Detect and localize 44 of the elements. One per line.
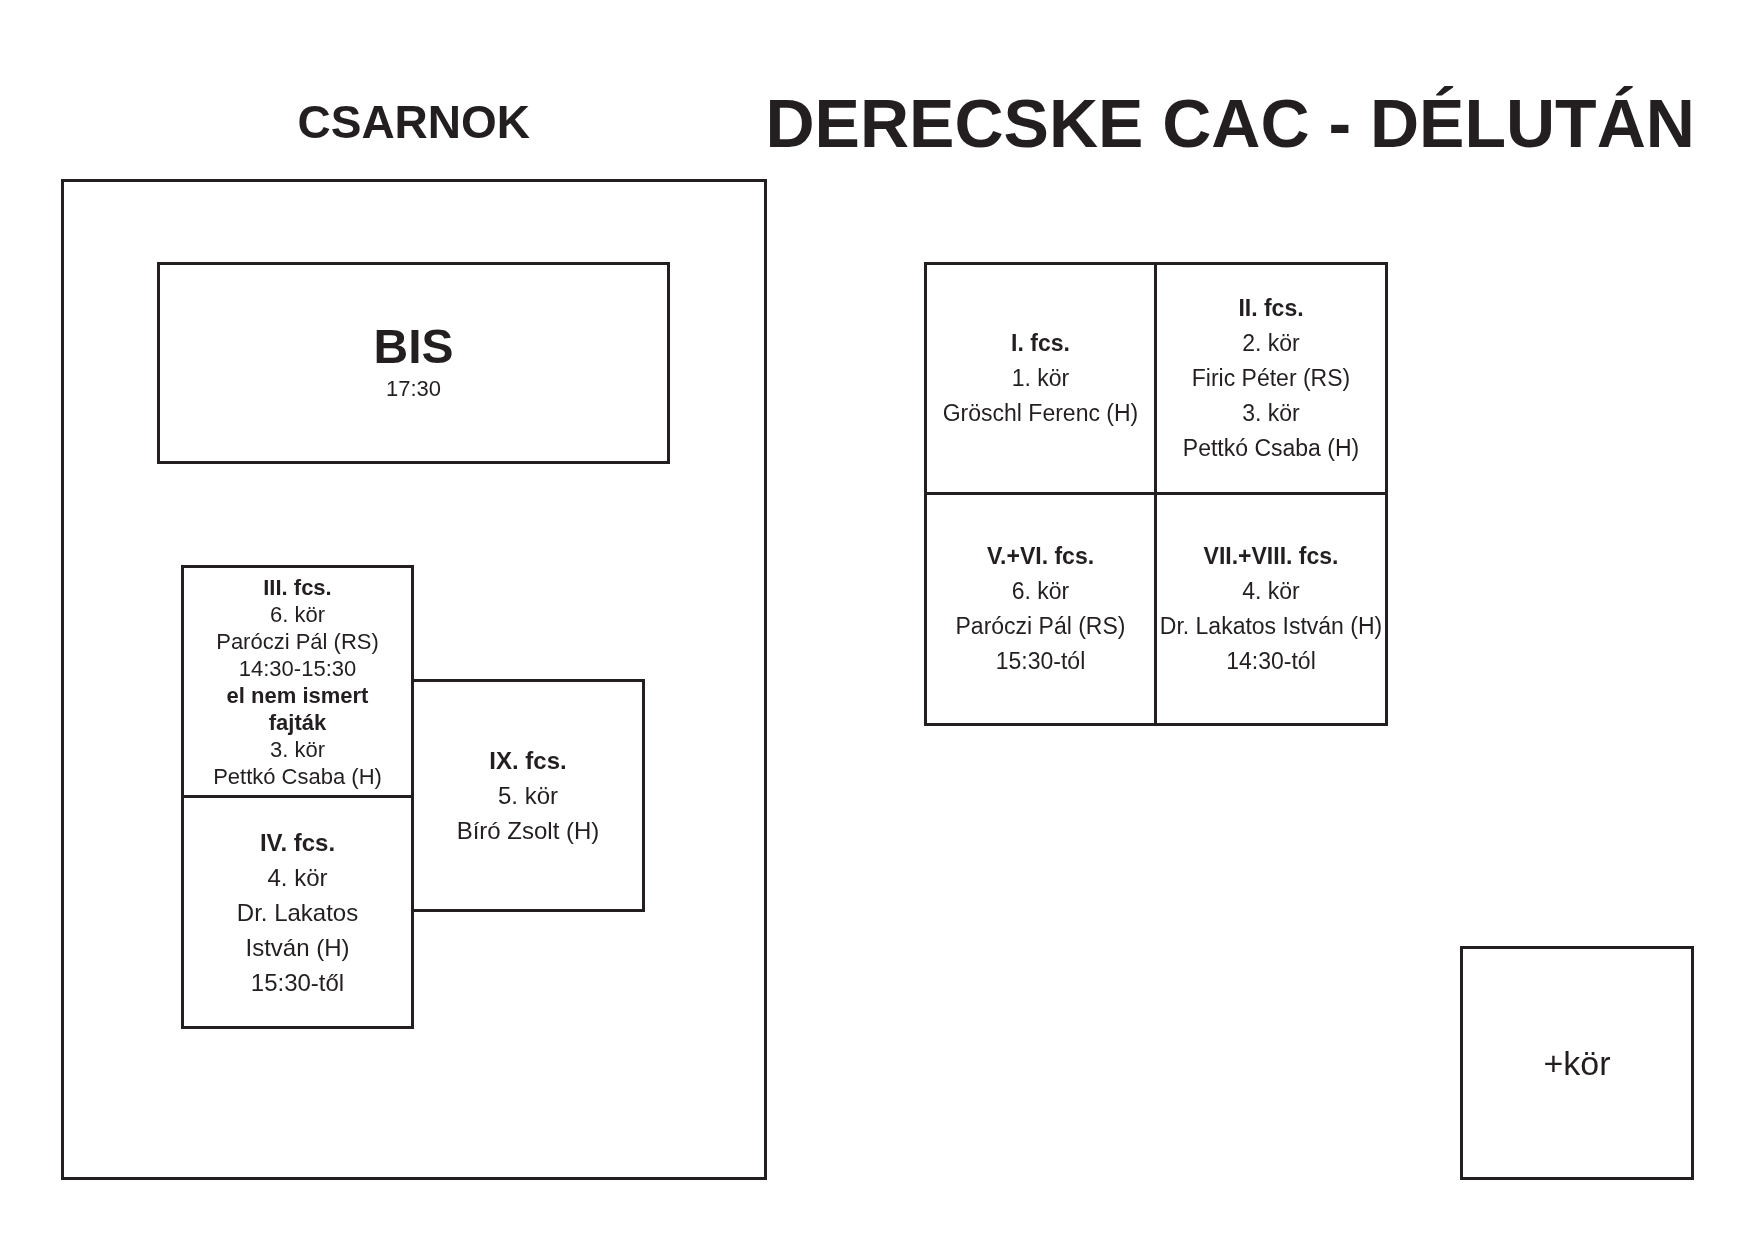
ring-number: 1. kör [1011,364,1070,393]
judge-name: Pettkó Csaba (H) [213,762,382,790]
hall-heading: CSARNOK [297,94,531,150]
show-ring [181,795,414,1029]
show-ring [1154,262,1388,495]
show-ring [181,565,414,798]
page-title: DERECSKE CAC - DÉLUTÁN [765,84,1695,163]
ring-number: 4. kör [1242,577,1300,606]
time-label: 15:30-tól [995,647,1086,676]
show-ring [1154,492,1388,726]
ring-number: 3. kör [270,735,325,763]
judge-name: Paróczi Pál (RS) [955,612,1126,641]
category-note: el nem ismert fajták [225,681,370,736]
judge-name: Dr. Lakatos István (H) [235,897,360,963]
group-heading: VII.+VIII. fcs. [1203,542,1339,571]
ring-number: 4. kör [267,862,328,893]
group-heading: I. fcs. [1011,329,1070,358]
judge-name: Pettkó Csaba (H) [1182,434,1360,463]
judge-name: Dr. Lakatos István (H) [1159,612,1383,641]
show-ring [411,679,645,912]
judge-name: Bíró Zsolt (H) [456,816,600,846]
show-ring [924,492,1157,726]
time-label: 17:30 [385,375,442,403]
judge-name: Gröschl Ferenc (H) [942,399,1139,428]
judge-name: Firic Péter (RS) [1191,364,1351,393]
group-heading: V.+VI. fcs. [986,542,1095,571]
ring-heading: BIS [373,321,454,373]
judge-name: Paróczi Pál (RS) [216,627,379,655]
time-label: 14:30-15:30 [238,654,357,682]
ring-label: +kör [1543,1043,1611,1083]
show-ring [924,262,1157,495]
group-heading: IX. fcs. [489,746,567,776]
group-heading: IV. fcs. [259,827,336,858]
main-ring [157,262,670,464]
extra-ring [1460,946,1694,1180]
group-heading: III. fcs. [263,573,332,601]
time-label: 15:30-től [250,967,345,998]
ring-number: 6. kör [1011,577,1070,606]
ring-number: 2. kör [1242,329,1300,358]
ring-number: 6. kör [270,600,325,628]
ring-number: 3. kör [1242,399,1300,428]
time-label: 14:30-tól [1226,647,1316,676]
group-heading: II. fcs. [1238,294,1304,323]
ring-number: 5. kör [498,781,558,811]
